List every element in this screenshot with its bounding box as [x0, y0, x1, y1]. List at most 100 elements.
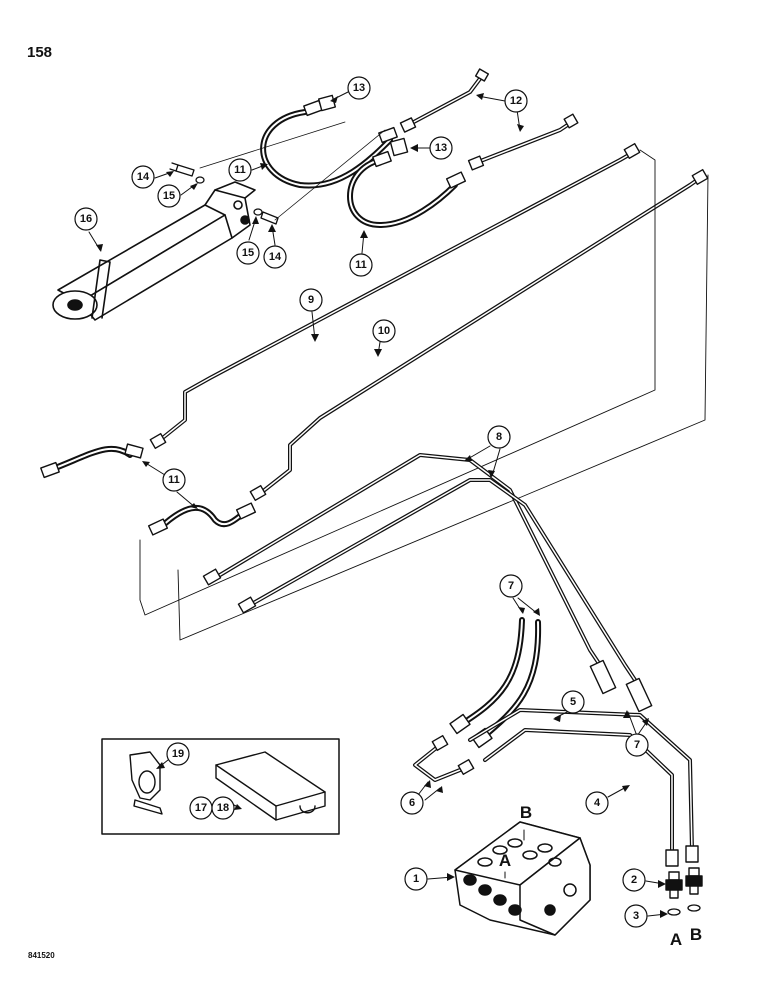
leader-line [199, 121, 346, 169]
callout-16: 16 [80, 213, 92, 225]
callout-7: 7 [634, 739, 640, 751]
callout-15: 15 [242, 247, 254, 259]
hose-11-upper-right-inner [349, 159, 456, 226]
tube-8-upper [213, 453, 602, 667]
outline-line [177, 174, 709, 641]
tube-10-inner [261, 177, 701, 493]
tube-6-inner [414, 744, 461, 781]
tube-nut [202, 568, 222, 586]
page-number: 158 [27, 44, 53, 61]
callout-13: 13 [435, 142, 447, 154]
hose-end-fitting [445, 171, 467, 189]
tube-nut [691, 168, 709, 186]
tube-5-inner [469, 709, 693, 851]
inset-box [101, 738, 340, 835]
tube-nut [623, 142, 641, 160]
fitting-port-a-label: A [670, 930, 682, 949]
callout-4: 4 [594, 797, 601, 809]
hose-end-fitting [449, 713, 471, 735]
tube-nut [685, 845, 699, 863]
callout-labels: 13 12 14 11 13 15 16 15 14 11 9 10 8 11 … [80, 82, 640, 922]
hose-7-left-inner [459, 619, 523, 726]
hose-end-fitting [147, 518, 169, 536]
callout-5: 5 [570, 696, 576, 708]
callout-8: 8 [496, 431, 502, 443]
hose-11-upper-right [347, 157, 458, 228]
o-ring-3-b [687, 904, 701, 912]
hose-11-left-inner [49, 447, 131, 471]
callout-6: 6 [409, 797, 415, 809]
tube-4-inner [484, 729, 673, 856]
callout-11: 11 [234, 164, 246, 176]
hose-11-upper-left-inner [262, 111, 391, 187]
callout-14: 14 [137, 171, 150, 183]
callout-18: 18 [217, 802, 229, 814]
clamp-19 [129, 751, 163, 815]
adapter-fitting [625, 677, 653, 713]
o-ring-3-a [667, 908, 681, 916]
tube-nut [563, 113, 579, 129]
callout-19: 19 [172, 748, 184, 760]
hydraulic-cylinder [52, 181, 256, 321]
hose-end-fitting [372, 150, 392, 168]
leader-lines [88, 91, 667, 917]
arrowheads [96, 93, 668, 918]
tube-12-upper-inner [409, 75, 483, 125]
port-labels: A B A B [499, 803, 702, 949]
tube-nut [665, 849, 679, 867]
hose-end-fitting [40, 461, 60, 479]
tube-9-inner [159, 151, 635, 441]
outline-line [139, 149, 656, 616]
tube-nut [149, 432, 167, 450]
tube-nut [457, 758, 475, 776]
hose-11-upper-left [260, 109, 393, 189]
hose-11-lower-inner [159, 506, 246, 529]
hose-end-fitting [124, 443, 144, 459]
callout-13: 13 [353, 82, 365, 94]
fitting-2-b [685, 867, 703, 895]
adapter-fitting [589, 659, 617, 695]
callout-7: 7 [508, 580, 514, 592]
tube-nut [474, 68, 490, 82]
fitting-port-b-label: B [690, 925, 702, 944]
o-ring-15-upper [195, 176, 205, 184]
callout-12: 12 [510, 95, 522, 107]
callout-circles [74, 76, 649, 928]
valve-port-a-label: A [499, 851, 511, 870]
tube-9 [158, 150, 636, 442]
fitting-14-lower [260, 211, 279, 225]
tube-nut [467, 155, 485, 171]
hose-7-right-inner [481, 621, 540, 739]
drawing-code: 841520 [28, 951, 55, 960]
elbow-13-lower [389, 137, 409, 157]
control-valve [454, 821, 591, 936]
callout-11: 11 [355, 259, 367, 271]
tube-8-lower-inner [249, 479, 636, 681]
tube-nut [399, 117, 417, 133]
callout-1: 1 [413, 873, 419, 885]
tube-nut [237, 596, 257, 614]
hose-11-left [47, 445, 133, 473]
callout-9: 9 [308, 294, 314, 306]
callout-3: 3 [633, 910, 639, 922]
tube-10 [260, 176, 702, 494]
o-ring-15-lower [253, 208, 263, 216]
callout-2: 2 [631, 874, 637, 886]
tube-12-upper [408, 74, 484, 126]
fitting-14-upper [169, 162, 195, 177]
elbow-13-upper [317, 94, 337, 112]
tube-8-lower [248, 478, 637, 682]
tube-8-upper-inner [214, 454, 601, 666]
valve-port-b-label: B [520, 803, 532, 822]
guard-17-18 [215, 751, 326, 821]
hose-end-fitting [378, 126, 398, 144]
tube-nut [249, 484, 267, 502]
fitting-2-a [665, 871, 683, 899]
tube-nut [431, 734, 449, 752]
hose-end-fitting [235, 502, 257, 520]
leader-line [274, 129, 386, 221]
callout-15: 15 [163, 190, 175, 202]
callout-11: 11 [168, 474, 180, 486]
